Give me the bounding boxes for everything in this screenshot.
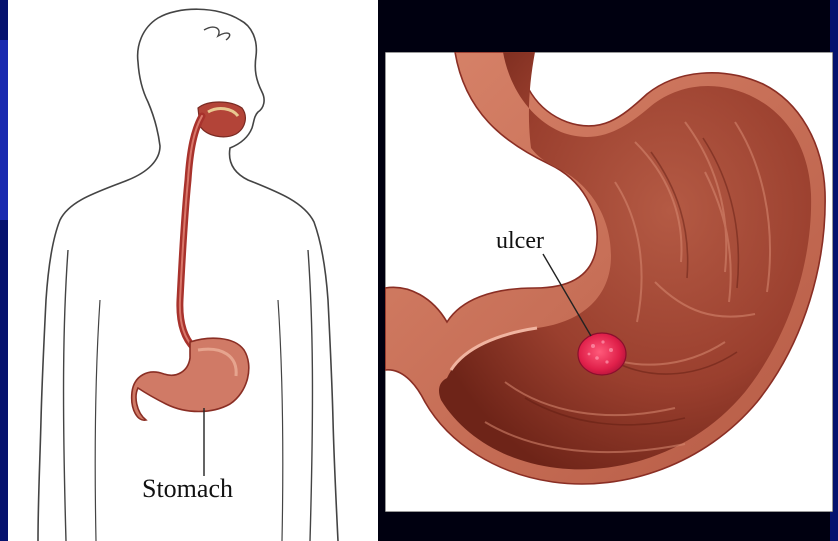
human-body-icon [8, 0, 378, 541]
right-arm-outline [308, 250, 312, 541]
stomach-closeup-panel: ulcer [385, 52, 833, 512]
stomach-cross-section-icon [385, 52, 833, 512]
body-outline [38, 9, 338, 541]
stomach-organ [132, 338, 249, 420]
ulcer-lesion [578, 333, 626, 375]
ulcer-label: ulcer [496, 228, 544, 255]
body-diagram-panel: Stomach [8, 0, 378, 541]
stomach-label: Stomach [142, 474, 233, 504]
left-arm-outline [64, 250, 68, 541]
